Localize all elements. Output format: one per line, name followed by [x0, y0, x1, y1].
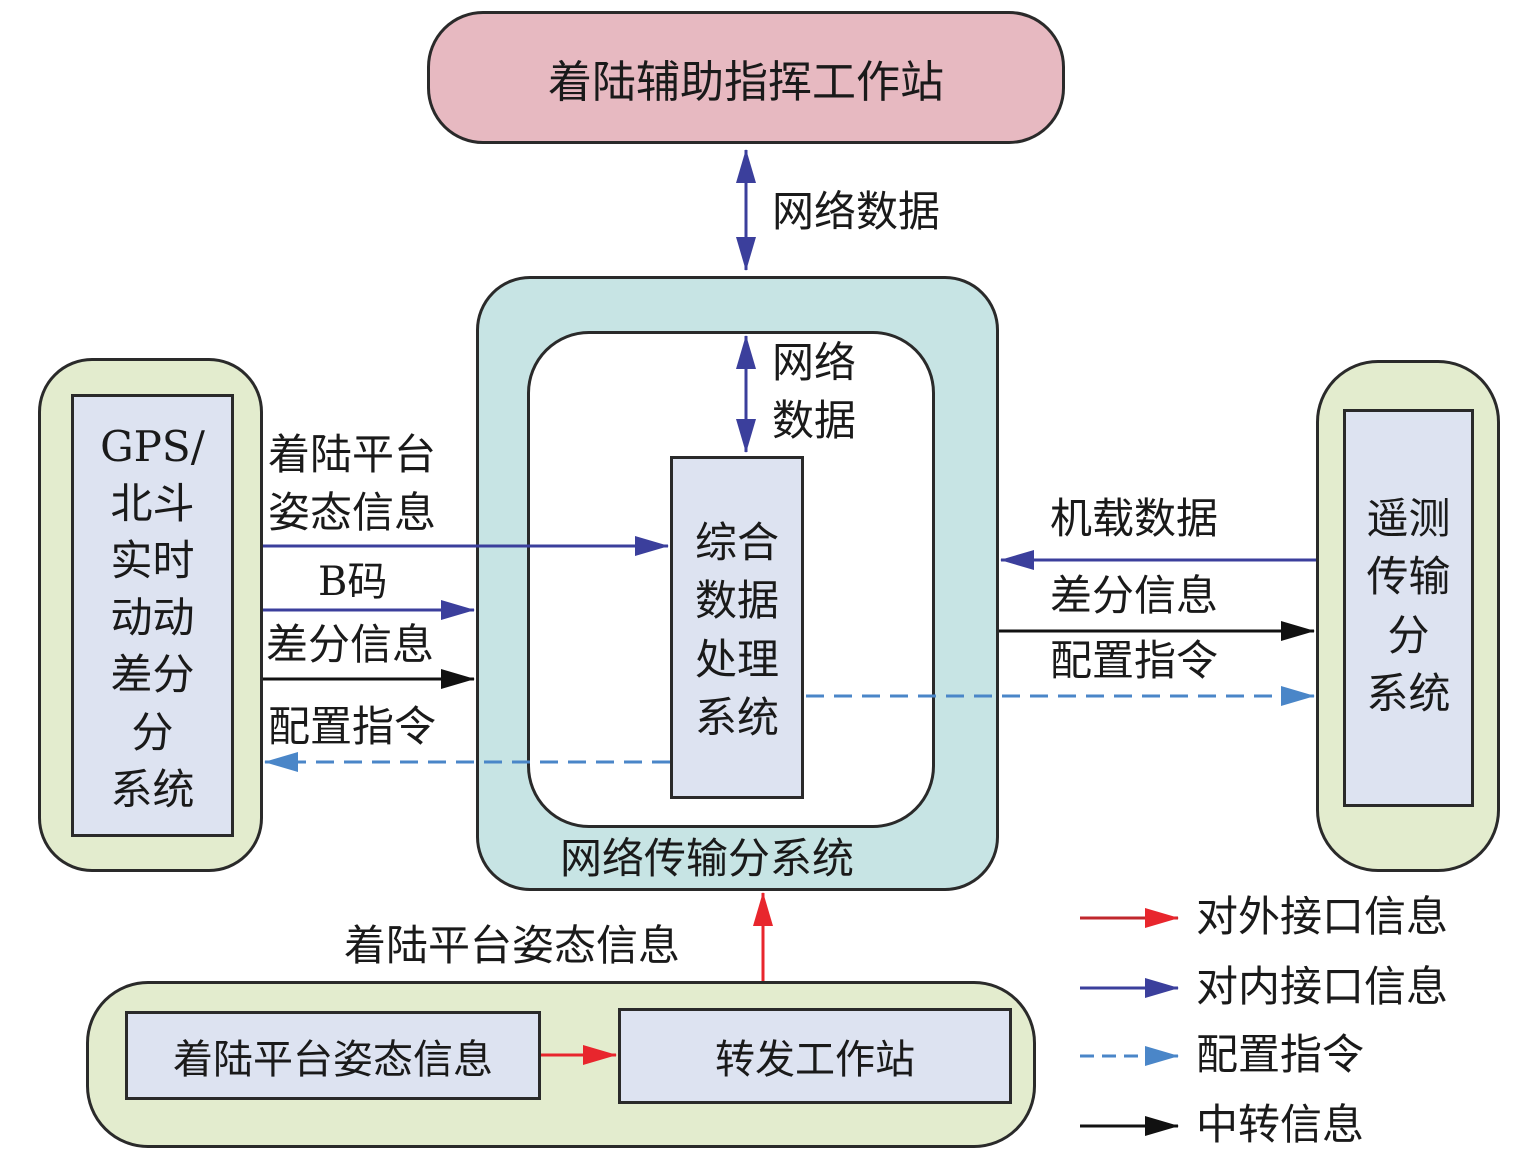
label-b-code: B码: [318, 559, 388, 605]
legend-label-relay: 中转信息: [1196, 1100, 1365, 1149]
telemetry-label: 遥测 传输 分 系统: [1366, 494, 1451, 719]
label-tel-diff: 差分信息: [1050, 571, 1219, 620]
attitude-info-label: 着陆平台姿态信息: [173, 1036, 493, 1083]
landing-command-station: 着陆辅助指挥工作站: [427, 11, 1065, 144]
label-network-data-inner-1: 网络: [772, 338, 857, 387]
label-tel-config: 配置指令: [1050, 636, 1219, 685]
label-gps-attitude-2: 姿态信息: [268, 488, 437, 537]
legend-label-external: 对外接口信息: [1196, 892, 1449, 941]
telemetry-inner: [1343, 409, 1474, 807]
label-bottom-attitude: 着陆平台姿态信息: [344, 921, 681, 970]
label-network-data-top: 网络数据: [772, 187, 941, 236]
landing-command-station-label: 着陆辅助指挥工作站: [548, 56, 944, 108]
data-processing-system: [670, 456, 804, 799]
network-subsystem-label: 网络传输分系统: [560, 834, 855, 883]
label-airborne-data: 机载数据: [1050, 494, 1219, 543]
legend-label-config: 配置指令: [1196, 1030, 1365, 1079]
label-network-data-inner-2: 数据: [772, 396, 857, 445]
relay-station-label: 转发工作站: [715, 1037, 915, 1083]
data-processing-label: 综合 数据 处理 系统: [694, 518, 779, 743]
label-gps-config: 配置指令: [268, 702, 437, 751]
gps-beidou-inner: [71, 394, 234, 837]
legend-label-internal: 对内接口信息: [1196, 962, 1449, 1011]
attitude-info-box: 着陆平台姿态信息: [125, 1011, 541, 1100]
label-gps-attitude-1: 着陆平台: [268, 430, 437, 479]
gps-beidou-label: GPS/ 北斗 实时 动动 差分 分 系统: [100, 422, 205, 814]
label-gps-diff: 差分信息: [266, 620, 435, 669]
relay-station-box: 转发工作站: [618, 1008, 1012, 1104]
